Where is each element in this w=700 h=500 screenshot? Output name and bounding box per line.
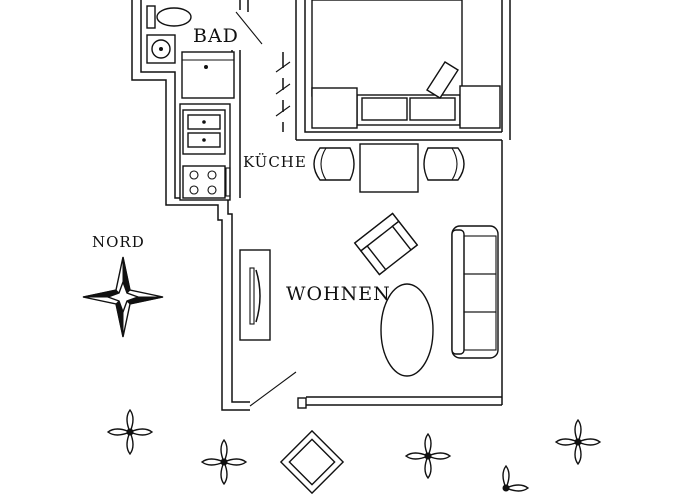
compass-rose [82,256,164,338]
bed [311,0,501,129]
outer-walls [131,0,511,411]
sink [146,34,176,64]
bath-door [235,11,263,45]
plant-icon [502,464,530,492]
sliding-door-hatching [275,52,291,132]
compass-label: NORD [92,233,145,251]
plant-icon [554,418,602,466]
dining-table [359,143,419,193]
stove-icon [182,165,231,199]
dining-chair-left [313,147,355,181]
coffee-table [380,283,434,377]
plant-icon [106,408,154,456]
plant-icon [404,432,452,480]
lounge-chair [279,429,345,495]
room-label-kitchen: KÜCHE [243,153,307,171]
room-label-bath: BAD [193,25,239,47]
room-label-living: WOHNEN [286,283,391,305]
sofa [451,225,499,359]
entry-door [249,371,307,409]
tv-sideboard [239,249,271,341]
shower [181,51,235,99]
dining-chair-right [423,147,465,181]
plant-icon [200,438,248,486]
toilet [146,5,192,29]
armchair [353,212,419,276]
